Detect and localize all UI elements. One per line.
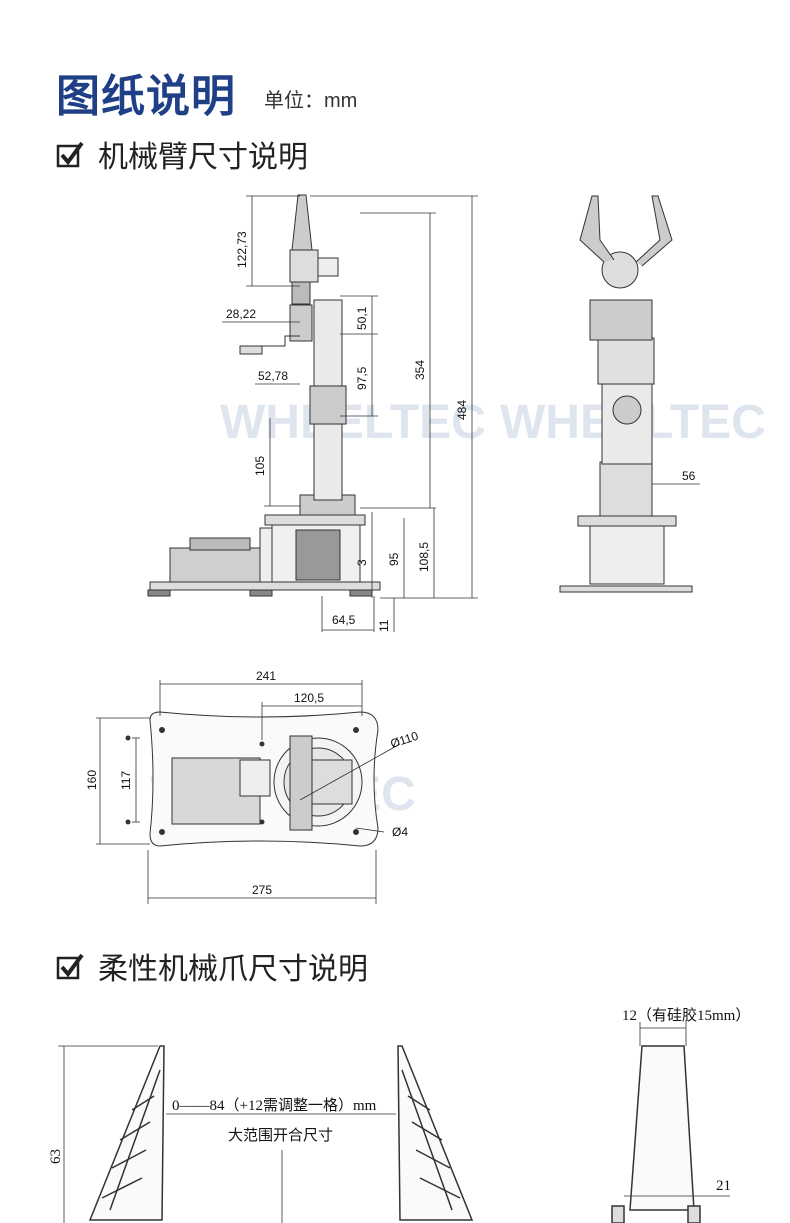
dim-diameter-4: Ø4 (392, 825, 408, 839)
dim-108-5: 108,5 (417, 542, 431, 572)
section-arm-heading: 机械臂尺寸说明 (56, 132, 308, 176)
dim-11: 11 (377, 619, 391, 632)
arm-side-view (147, 194, 381, 597)
dim-21: 21 (716, 1178, 731, 1194)
dim-241: 241 (256, 669, 276, 683)
dim-64-5: 64,5 (332, 613, 356, 627)
dim-diameter-110: Ø110 (389, 729, 421, 751)
gripper-range-note: 大范围开合尺寸 (228, 1127, 333, 1144)
section-gripper-heading: 柔性机械爪尺寸说明 (56, 944, 368, 988)
arm-side-dimension-labels: 122,73 28,22 50,1 52,78 97,5 354 484 105… (226, 231, 469, 632)
dim-63: 63 (48, 1149, 64, 1164)
section-arm-label: 机械臂尺寸说明 (98, 141, 308, 174)
dim-117: 117 (119, 771, 133, 790)
base-top-view (125, 711, 379, 847)
dim-354: 354 (413, 360, 427, 380)
checkbox-checked-icon (56, 953, 84, 980)
arm-front-view (559, 195, 693, 593)
dim-12-silicone: 12（有硅胶15mm） (622, 1007, 750, 1024)
page-title: 图纸说明 (56, 72, 236, 121)
dim-275: 275 (252, 883, 272, 897)
checkbox-checked-icon (56, 141, 84, 168)
dim-105: 105 (253, 456, 267, 476)
dim-50-1: 50,1 (355, 306, 369, 330)
gripper-range: 0——84（+12需调整一格）mm (172, 1097, 377, 1114)
dim-122-73: 122,73 (235, 231, 249, 268)
dim-28-22: 28,22 (226, 307, 256, 321)
base-top-dimension-labels: 241 120,5 Ø110 Ø4 160 117 275 (85, 669, 420, 897)
unit-label: 单位：mm (264, 90, 358, 112)
dim-95: 95 (387, 552, 401, 566)
dim-3: 3 (355, 559, 369, 566)
dim-120-5: 120,5 (294, 691, 324, 705)
gripper-dimension-labels: 12（有硅胶15mm） 0——84（+12需调整一格）mm 大范围开合尺寸 63… (48, 1007, 750, 1194)
gripper-drawing (88, 1045, 701, 1223)
dim-52-78: 52,78 (258, 369, 288, 383)
gripper-dimensions (58, 1022, 730, 1223)
dim-97-5: 97,5 (355, 366, 369, 390)
arm-side-dimensions (222, 195, 478, 632)
base-top-dimensions (96, 680, 401, 904)
dim-160: 160 (85, 770, 99, 790)
dim-56: 56 (682, 469, 696, 483)
dim-484: 484 (455, 400, 469, 420)
watermark: WHEELTEC (220, 396, 486, 449)
section-gripper-label: 柔性机械爪尺寸说明 (98, 953, 368, 986)
